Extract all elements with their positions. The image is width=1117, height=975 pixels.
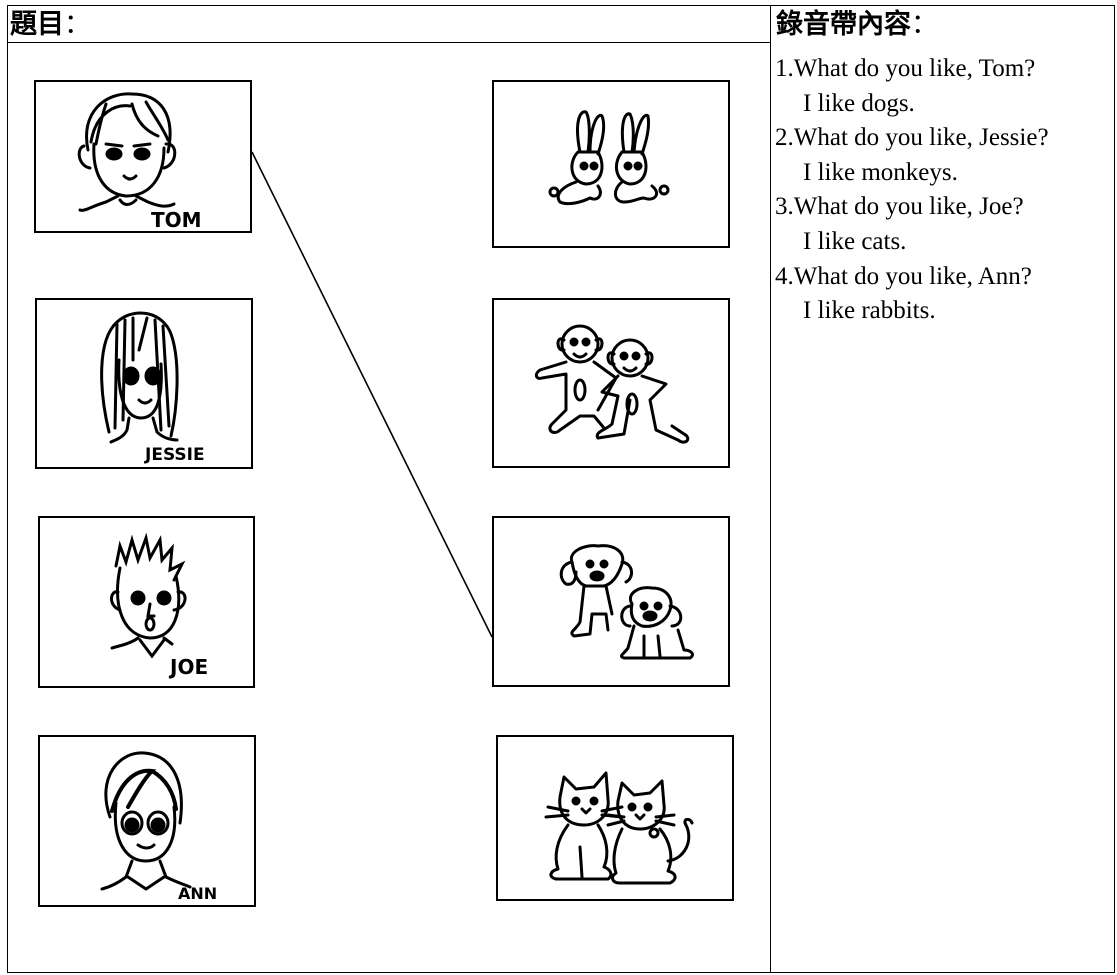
person-card-tom[interactable]: TOM	[34, 80, 252, 233]
animal-card-cats[interactable]	[496, 735, 734, 901]
animal-card-monkeys[interactable]	[492, 298, 730, 468]
transcript-question-4: 4.What do you like, Ann?	[775, 260, 1115, 295]
column-divider	[770, 5, 771, 973]
question-text: What do you like, Jessie?	[793, 124, 1049, 152]
person-card-joe[interactable]: JOE	[38, 516, 255, 688]
header-rule	[7, 42, 770, 43]
question-heading: 題目：	[10, 10, 91, 40]
transcript-answer-1: I like dogs.	[803, 89, 915, 117]
question-text: What do you like, Joe?	[793, 193, 1024, 221]
rabbits-icon	[548, 110, 670, 206]
item-number: 2.	[775, 124, 794, 152]
transcript-answer-2: I like monkeys.	[803, 158, 958, 186]
item-number: 4.	[775, 262, 794, 290]
dogs-icon	[559, 544, 694, 660]
animal-card-dogs[interactable]	[492, 516, 730, 687]
question-text: What do you like, Ann?	[793, 262, 1032, 290]
question-heading-text: 題目	[10, 9, 64, 40]
person-name-label: JOE	[168, 655, 208, 679]
worksheet-border	[7, 5, 1115, 973]
transcript-question-1: 1.What do you like, Tom?	[775, 52, 1115, 87]
item-number: 1.	[775, 55, 794, 82]
transcript-heading-colon: ：	[911, 9, 938, 40]
transcript-list: 1.What do you like, Tom? I like dogs. 2.…	[775, 52, 1115, 329]
transcript-answer-4: I like rabbits.	[803, 297, 936, 325]
person-card-ann[interactable]: ANN	[38, 735, 256, 907]
animal-card-rabbits[interactable]	[492, 80, 730, 248]
person-card-jessie[interactable]: JESSIE	[35, 298, 253, 469]
person-name-label: JESSIE	[144, 445, 205, 465]
person-name-label: ANN	[178, 884, 217, 903]
question-heading-colon: ：	[64, 9, 91, 40]
transcript-question-3: 3.What do you like, Joe?	[775, 190, 1115, 225]
transcript-heading-text: 錄音帶內容	[776, 9, 911, 40]
item-number: 3.	[775, 193, 794, 221]
transcript-answer-3: I like cats.	[803, 227, 907, 255]
monkeys-icon	[534, 324, 690, 444]
transcript-question-2: 2.What do you like, Jessie?	[775, 121, 1115, 156]
transcript-heading: 錄音帶內容：	[776, 10, 938, 40]
cats-icon	[544, 771, 694, 885]
short-hair-boy-icon: JOE	[110, 532, 208, 679]
girl-face-icon: JESSIE	[100, 311, 205, 465]
ann-face-icon: ANN	[100, 751, 217, 903]
question-text: What do you like, Tom?	[793, 55, 1036, 82]
boy-face-icon: TOM	[77, 92, 202, 231]
person-name-label: TOM	[151, 208, 202, 231]
